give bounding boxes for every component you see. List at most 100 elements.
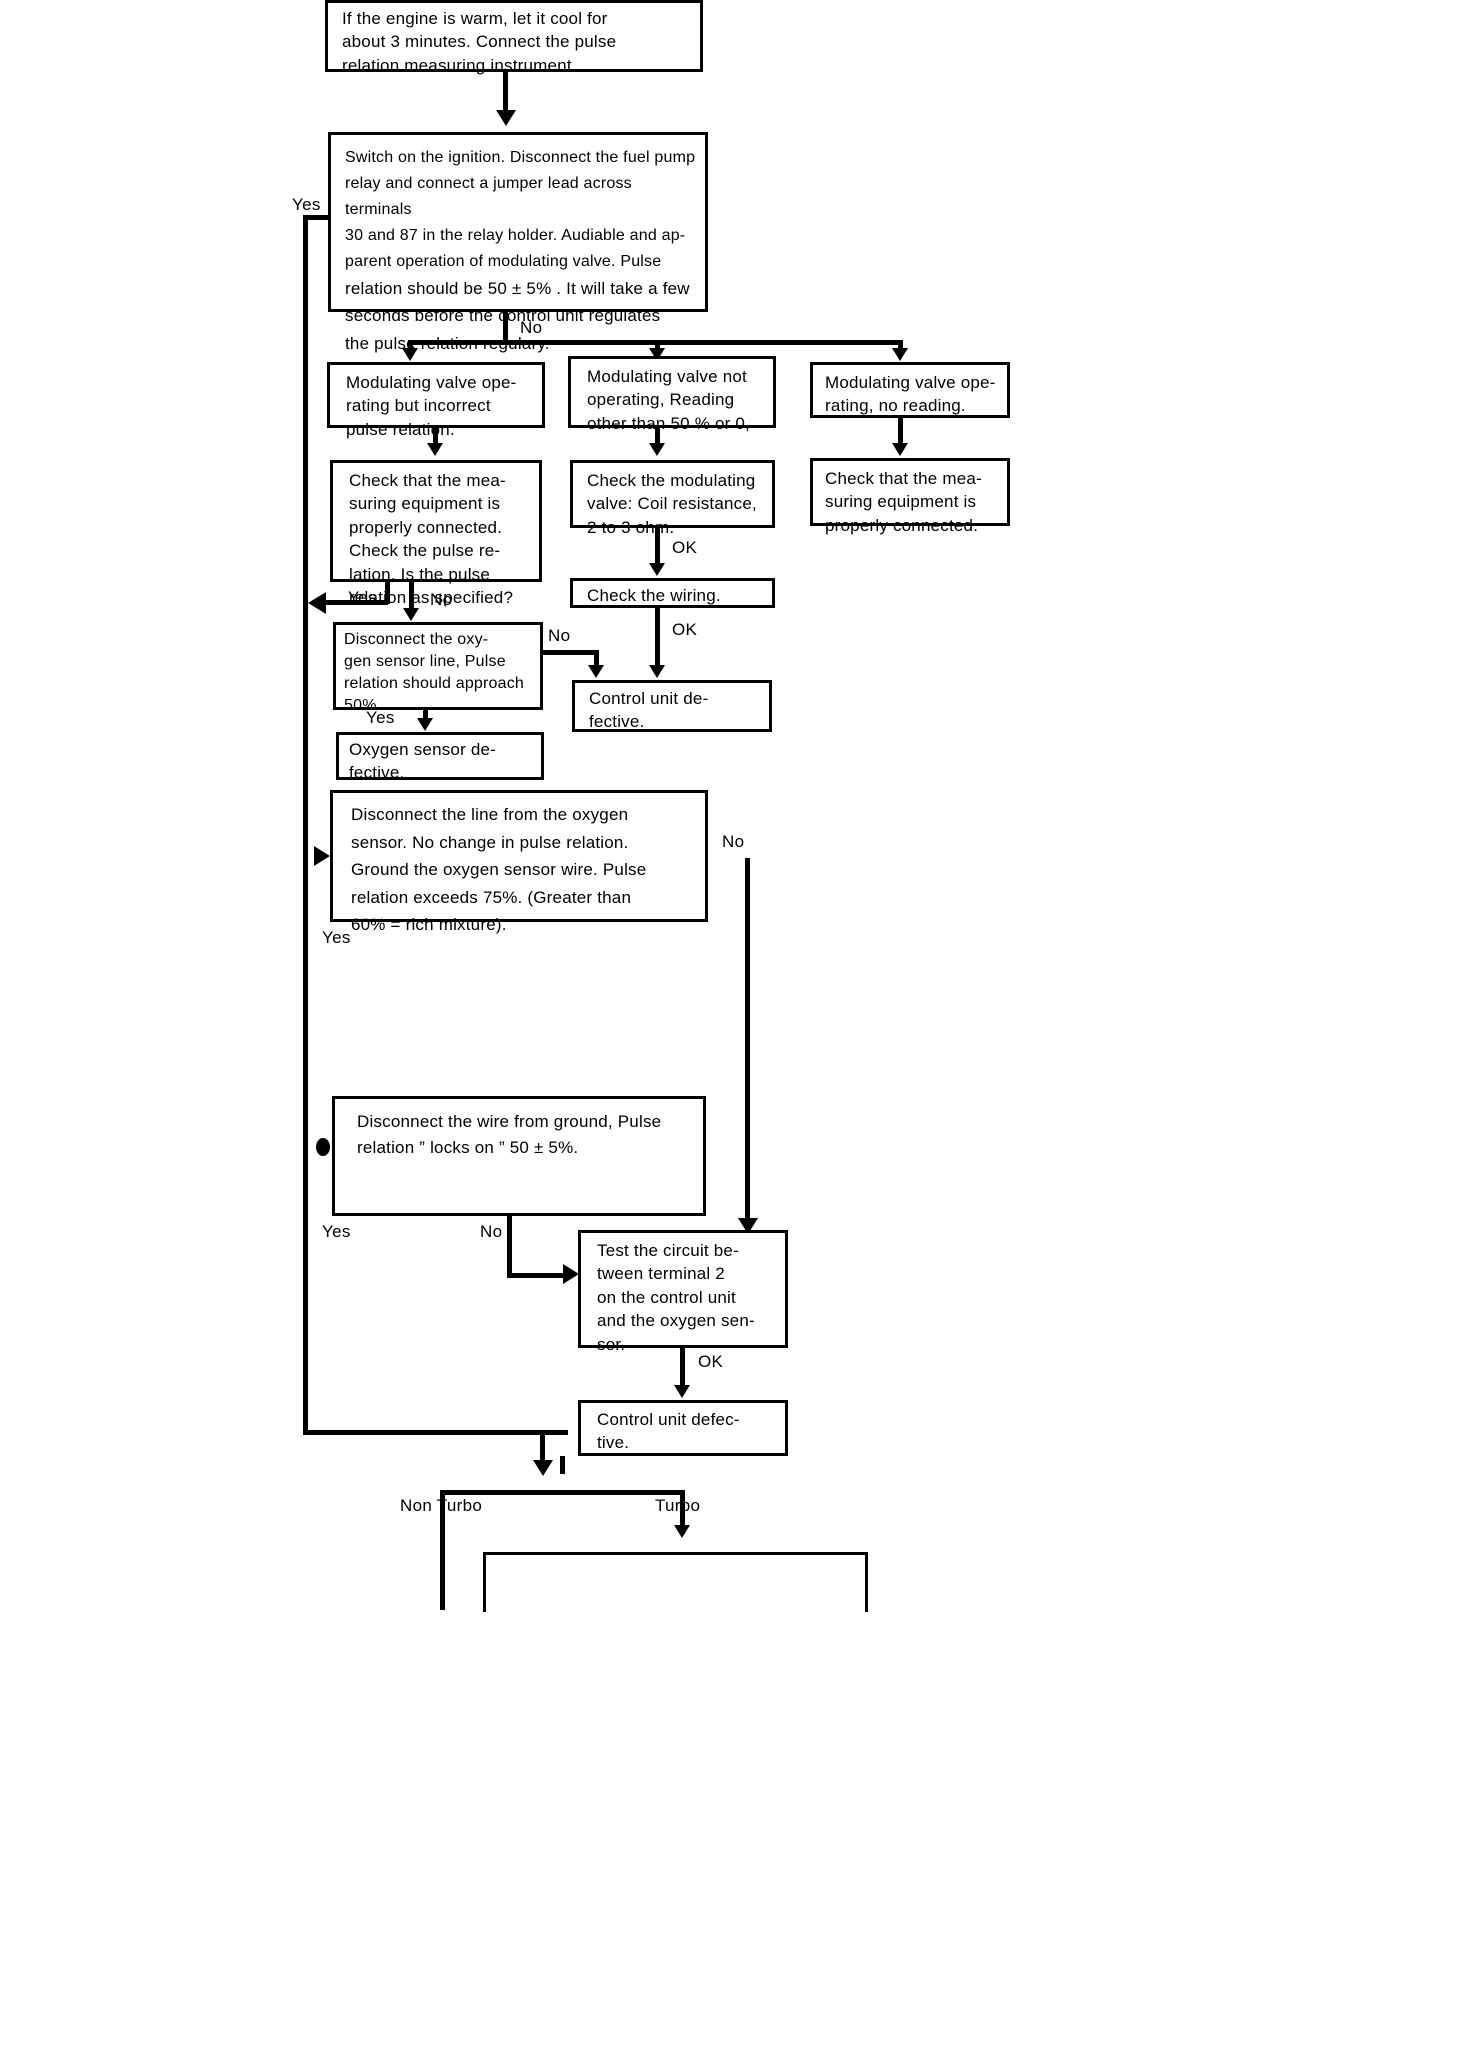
junction-dot-spine-wire-ground <box>316 1138 330 1156</box>
oxygen-sensor-defective-line-1: Oxygen sensor de- <box>349 740 497 759</box>
arrow-mv-not-operating-down <box>649 443 665 456</box>
edge-mv-incorrect-down <box>433 428 438 450</box>
arrow-test-circuit-to-control-unit <box>674 1385 690 1398</box>
oxygen-sensor-defective-line-2: fective. <box>349 763 405 783</box>
disconnect-oxygen-line-1: Disconnect the oxy- <box>344 631 489 648</box>
edge-ignition-yes-stub <box>303 215 330 220</box>
disconnect-wire-ground-1: Disconnect the wire from ground, Pulse <box>357 1112 662 1131</box>
edge-oxygen-no-right <box>543 650 599 655</box>
edge-mv-no-reading-down <box>898 418 903 450</box>
box-bottom-partial <box>483 1552 868 1612</box>
check-modulating-valve-line-3: 2 to 3 ohm. <box>587 517 675 537</box>
arrow-mv-no-reading-down <box>892 443 908 456</box>
arrow-to-mv-no-reading <box>892 348 908 361</box>
box-mv-not-operating-line-3: other than 50 % or 0, <box>587 413 750 433</box>
box-mv-not-operating-line-2: operating, Reading <box>587 390 735 410</box>
edge-spine-bottom-right <box>303 1430 543 1435</box>
check-modulating-valve-line-1: Check the modulating <box>587 471 756 490</box>
box-mv-incorrect: Modulating valve ope- rating but incorre… <box>327 362 545 439</box>
arrow-wiring-to-control-unit <box>649 665 665 678</box>
edge-label-yes-sensor-line: Yes <box>322 928 351 947</box>
box-ignition-text-5: relation should be 50 ± 5% . It will tak… <box>345 278 690 298</box>
disconnect-line-sensor-5: 60% = rich mixture). <box>351 915 507 935</box>
arrow-to-mv-incorrect <box>402 348 418 361</box>
check-measuring-long-line-5: lation, Is the pulse <box>349 564 491 584</box>
edge-turbo-down <box>680 1490 685 1534</box>
test-circuit-line-2: tween terminal 2 <box>597 1264 725 1284</box>
check-wiring-line-1: Check the wiring. <box>587 586 721 605</box>
edge-check-yes-down <box>385 582 390 604</box>
arrow-start-to-ignition <box>496 110 516 126</box>
edge-label-no-wire-ground: No <box>480 1222 503 1241</box>
box-test-circuit: Test the circuit be- tween terminal 2 on… <box>578 1230 788 1354</box>
box-check-modulating-valve: Check the modulating valve: Coil resista… <box>570 460 775 537</box>
edge-ignition-no-down <box>503 312 508 342</box>
box-ignition: Switch on the ignition. Disconnect the f… <box>328 132 708 353</box>
edge-oxygen-yes-down <box>423 710 428 724</box>
box-start-line-1: If the engine is warm, let it cool for <box>342 9 608 28</box>
edge-label-turbo: Turbo <box>655 1496 701 1515</box>
arrow-spine-to-sensor-line-box <box>314 846 330 866</box>
box-mv-incorrect-line-2: rating but incorrect <box>346 396 491 416</box>
edge-test-circuit-ok-down <box>680 1348 685 1392</box>
edge-label-no-oxygen-line: No <box>548 626 571 645</box>
edge-turbo-split-bus <box>440 1490 685 1495</box>
edge-label-yes-wire-ground: Yes <box>322 1222 351 1241</box>
box-disconnect-oxygen-line: Disconnect the oxy- gen sensor line, Pul… <box>333 622 543 714</box>
edge-check-no-down <box>409 582 414 616</box>
arrow-check-no-down <box>403 608 419 621</box>
edge-label-ok-test-circuit: OK <box>698 1352 724 1371</box>
box-ignition-text-6: seconds before the control unit regulate… <box>345 306 661 326</box>
box-mv-no-reading-line-2: rating, no reading. <box>825 396 966 416</box>
control-unit-defective-2-line-2: tive. <box>597 1433 630 1453</box>
box-control-unit-defective-1: Control unit de- fective. <box>572 680 772 732</box>
arrow-oxygen-no-down <box>588 665 604 678</box>
disconnect-line-sensor-3: Ground the oxygen sensor wire. Pulse <box>351 860 647 880</box>
edge-check-yes-left <box>322 600 388 605</box>
arrow-merge-to-turbo-split <box>533 1460 553 1476</box>
edge-wire-ground-no-right <box>507 1273 569 1278</box>
arrow-mv-incorrect-down <box>427 443 443 456</box>
check-measuring-long-line-2: suring equipment is <box>349 494 501 514</box>
control-unit-defective-2-line-1: Control unit defec- <box>597 1410 740 1429</box>
arrow-check-yes-to-spine <box>308 592 326 614</box>
box-mv-incorrect-line-3: pulse relation. <box>346 419 455 439</box>
edge-label-no-check: No <box>430 590 453 609</box>
edge-label-ok-valve: OK <box>672 538 698 557</box>
box-ignition-text-1: Switch on the ignition. Disconnect the f… <box>345 149 696 166</box>
box-disconnect-wire-ground: Disconnect the wire from ground, Pulse r… <box>332 1096 706 1216</box>
edge-yes-left-spine <box>303 215 308 1435</box>
edge-wire-ground-no-down <box>507 1216 512 1278</box>
box-mv-not-operating: Modulating valve not operating, Reading … <box>568 356 776 433</box>
box-check-measuring-long: Check that the mea- suring equipment is … <box>330 460 542 607</box>
box-start-line-2: about 3 minutes. Connect the pulse <box>342 32 617 52</box>
check-measuring-short-line-2: suring equipment is <box>825 492 977 512</box>
edge-sensor-no-down <box>745 858 750 1230</box>
edge-label-no-sensor-line: No <box>722 832 745 851</box>
disconnect-line-sensor-2: sensor. No change in pulse relation. <box>351 832 629 852</box>
box-ignition-text-4: parent operation of modulating valve. Pu… <box>345 252 662 270</box>
box-mv-incorrect-line-1: Modulating valve ope- <box>346 373 517 392</box>
box-mv-no-reading-line-1: Modulating valve ope- <box>825 373 996 392</box>
arrow-turbo-down <box>674 1525 690 1538</box>
edge-label-non-turbo: Non Turbo <box>400 1496 483 1515</box>
box-start-line-3: relation measuring instrument. <box>342 55 577 75</box>
edge-control-unit-2-merge <box>538 1430 568 1435</box>
box-mv-not-operating-line-1: Modulating valve not <box>587 367 747 386</box>
edge-label-no-top: No <box>520 318 543 337</box>
box-oxygen-sensor-defective: Oxygen sensor de- fective. <box>336 732 544 782</box>
box-check-measuring-short: Check that the mea- suring equipment is … <box>810 458 1010 535</box>
disconnect-wire-ground-2: relation ” locks on ” 50 ± 5%. <box>357 1138 579 1158</box>
arrow-valve-to-wiring <box>649 563 665 576</box>
control-unit-defective-1-line-2: fective. <box>589 712 645 732</box>
arrow-wire-ground-no-to-test <box>563 1264 579 1284</box>
check-measuring-short-line-1: Check that the mea- <box>825 469 982 488</box>
control-unit-defective-1-line-1: Control unit de- <box>589 689 709 708</box>
arrow-oxygen-yes-down <box>417 718 433 731</box>
test-circuit-line-4: and the oxygen sen- <box>597 1311 755 1331</box>
check-measuring-long-line-3: properly connected. <box>349 517 503 537</box>
edge-label-ok-wiring: OK <box>672 620 698 639</box>
edge-merge-to-turbo-split <box>540 1430 545 1470</box>
test-circuit-line-5: sor. <box>597 1334 626 1354</box>
